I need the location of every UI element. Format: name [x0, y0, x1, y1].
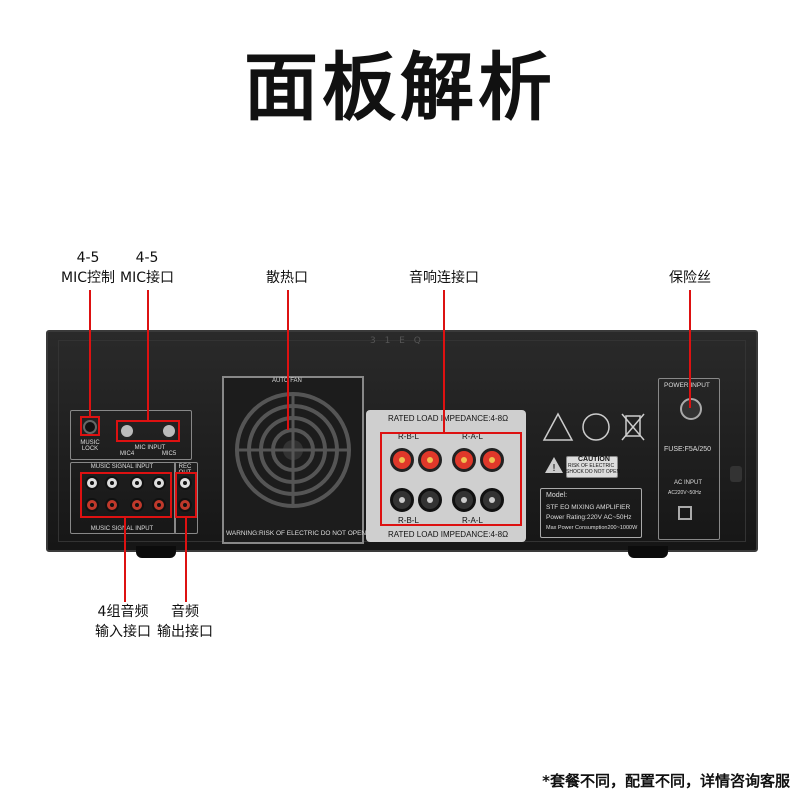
- leader-fuse: [689, 290, 691, 408]
- speaker-a-left-positive[interactable]: [480, 448, 504, 472]
- caution-label: CAUTION: [578, 456, 610, 463]
- cooling-fan: [222, 376, 364, 544]
- highlight-mic-control: [80, 416, 100, 436]
- callout-speaker: 音响连接口: [409, 270, 479, 286]
- music-signal-input-bottom-label: MUSIC SIGNAL INPUT: [90, 526, 154, 532]
- callout-audio-out: 音频 输出接口: [157, 604, 213, 640]
- power-input-label: POWER INPUT: [664, 382, 710, 389]
- leader-audio-in: [124, 518, 126, 602]
- rec-out-red[interactable]: [178, 498, 192, 512]
- speaker-b-right-negative[interactable]: [390, 488, 414, 512]
- power-rating: Power Rating:220V AC~50Hz: [546, 514, 632, 521]
- speaker-a-right-negative[interactable]: [452, 488, 476, 512]
- altitude-icon: [542, 412, 574, 441]
- mic-input-label: MIC INPUT: [134, 445, 166, 451]
- mic-section: [70, 410, 192, 460]
- highlight-audio-in: [80, 472, 172, 518]
- rca-input-1-red[interactable]: [85, 498, 99, 512]
- caution-sub-label: RISK OF ELECTRIC SHOCK DO NOT OPEN: [566, 463, 621, 475]
- model-label: Model:: [546, 492, 568, 499]
- rca-input-1-white[interactable]: [85, 476, 99, 490]
- ground-screw[interactable]: [730, 466, 742, 482]
- rca-input-4-red[interactable]: [152, 498, 166, 512]
- rca-input-4-white[interactable]: [152, 476, 166, 490]
- svg-text:!: !: [552, 463, 556, 474]
- fuse-holder[interactable]: [680, 398, 702, 420]
- foot-left: [136, 546, 176, 558]
- speaker-b-left-negative[interactable]: [418, 488, 442, 512]
- warning-label: WARNING:RISK OF ELECTRIC DO NOT OPEN: [226, 530, 367, 537]
- leader-fan: [287, 290, 289, 430]
- callout-audio-in: 4组音频 输入接口: [95, 604, 151, 640]
- leader-mic-control: [89, 290, 91, 416]
- auto-fan-label: AUTO FAN: [272, 378, 302, 384]
- leader-mic-port: [147, 290, 149, 420]
- speaker-a-left-negative[interactable]: [480, 488, 504, 512]
- tropical-climate-icon: [582, 413, 610, 441]
- impedance-bottom-label: RATED LOAD IMPEDANCE:4-8Ω: [388, 530, 509, 539]
- callout-mic-control: 4-5 MIC控制: [61, 250, 115, 286]
- impedance-top-label: RATED LOAD IMPEDANCE:4-8Ω: [388, 414, 509, 423]
- mic4-jack[interactable]: [118, 422, 136, 440]
- certification-icons: [542, 412, 645, 441]
- brand-mark: 3 1 E Q: [370, 336, 424, 346]
- leader-audio-out: [185, 518, 187, 602]
- warning-triangle-icon: !: [545, 457, 563, 474]
- model-info-box: [540, 488, 642, 538]
- rbl-top-label: R-B-L: [398, 432, 419, 441]
- speaker-b-left-positive[interactable]: [418, 448, 442, 472]
- music-lock-knob[interactable]: [83, 420, 97, 434]
- max-power: Max Power Consumption200~1000W: [546, 525, 638, 531]
- mic5-jack[interactable]: [160, 422, 178, 440]
- weee-bin-icon: [621, 413, 645, 441]
- callout-mic-port: 4-5 MIC接口: [120, 250, 174, 286]
- ac-input-label: AC INPUT: [674, 480, 703, 486]
- rbl-bottom-label: R-B-L: [398, 516, 419, 525]
- highlight-mic-port: [116, 420, 180, 442]
- foot-right: [628, 546, 668, 558]
- speaker-b-right-positive[interactable]: [390, 448, 414, 472]
- ral-bottom-label: R-A-L: [462, 516, 483, 525]
- highlight-audio-out: [175, 472, 197, 518]
- rec-out-white[interactable]: [178, 476, 192, 490]
- caution-box: [566, 456, 618, 478]
- ac-spec-label: AC220V~50Hz: [668, 490, 702, 496]
- rca-input-3-red[interactable]: [130, 498, 144, 512]
- callout-fuse: 保险丝: [669, 270, 711, 286]
- highlight-speaker: [380, 432, 522, 526]
- music-signal-input-label: MUSIC SIGNAL INPUT: [90, 464, 154, 470]
- rca-input-3-white[interactable]: [130, 476, 144, 490]
- rca-input-2-white[interactable]: [105, 476, 119, 490]
- rca-input-2-red[interactable]: [105, 498, 119, 512]
- ral-top-label: R-A-L: [462, 432, 483, 441]
- mic5-label: MIC5: [161, 451, 177, 457]
- fuse-rating-label: FUSE:F5A/250: [664, 446, 712, 453]
- footer-note: *套餐不同，配置不同，详情咨询客服: [542, 772, 790, 790]
- music-lock-label: MUSIC LOCK: [80, 440, 100, 452]
- mic4-label: MIC4: [119, 451, 135, 457]
- callout-fan: 散热口: [266, 270, 308, 286]
- leader-speaker: [443, 290, 445, 432]
- speaker-a-right-positive[interactable]: [452, 448, 476, 472]
- model-name: STF EO MIXING AMPLIFIER: [546, 504, 631, 511]
- page-title: 面板解析: [244, 45, 556, 131]
- ac-socket[interactable]: [678, 506, 692, 520]
- fan-grille-icon: [235, 392, 351, 508]
